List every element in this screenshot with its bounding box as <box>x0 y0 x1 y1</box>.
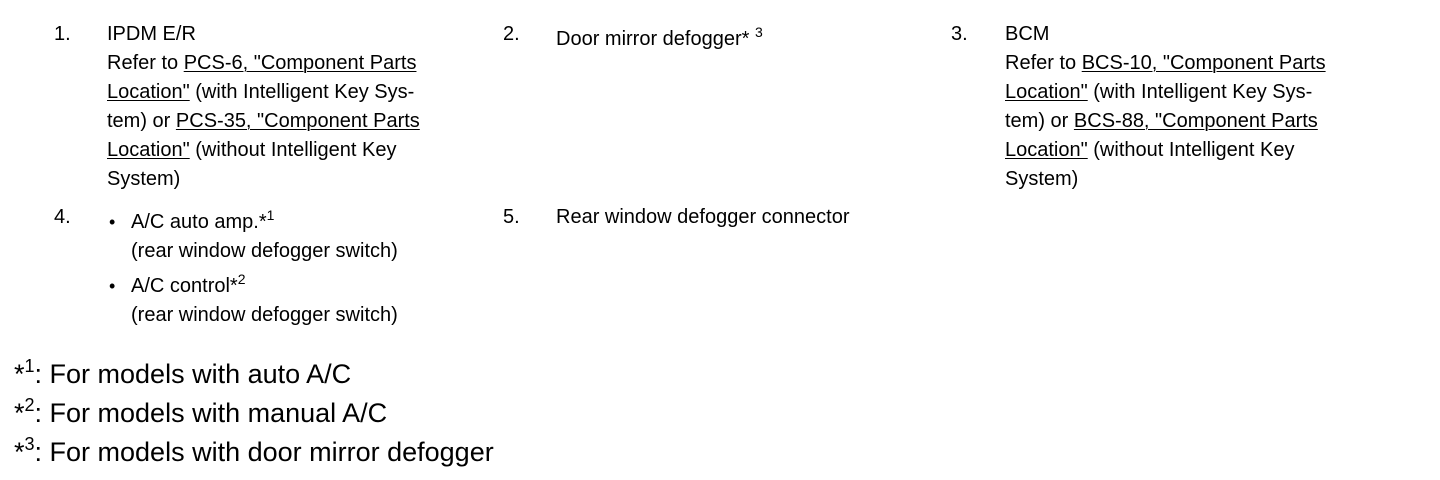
ref-link-pcs-35-cont[interactable]: Location" <box>107 139 190 161</box>
item-4-ac-controls: • A/C auto amp.*1 (rear window defogger … <box>107 208 398 336</box>
ref-link-bcs-10[interactable]: BCS-10, "Component Parts <box>1081 52 1326 74</box>
item-2-number: 2. <box>503 23 520 45</box>
bullet-1-sup: 1 <box>266 207 275 223</box>
item-3-number: 3. <box>951 23 968 45</box>
ref-link-bcs-10-cont[interactable]: Location" <box>1005 81 1088 103</box>
item-3-line-2-post: (with Intelligent Key Sys- <box>1087 81 1313 103</box>
item-3-line-1-pre: Refer to <box>1005 52 1082 74</box>
item-1-line-4-post: (without Intelligent Key <box>189 139 397 161</box>
item-3-line-1: Refer to BCS-10, "Component Parts <box>1005 49 1326 78</box>
item-5-rear-window-connector: Rear window defogger connector <box>556 203 850 232</box>
footnote-1-text: : For models with auto A/C <box>34 359 352 389</box>
item-3-line-2: Location" (with Intelligent Key Sys- <box>1005 78 1326 107</box>
footnote-3-text: : For models with door mirror defogger <box>34 437 494 467</box>
item-1-line-2: Location" (with Intelligent Key Sys- <box>107 78 420 107</box>
bullet-1-main: A/C auto amp.*1 <box>131 208 398 237</box>
ref-link-pcs-35[interactable]: PCS-35, "Component Parts <box>175 110 420 132</box>
footnote-3-sup: 3 <box>24 434 35 454</box>
bullet-dot: • <box>109 212 116 232</box>
item-1-line-5: System) <box>107 168 181 190</box>
item-1-title: IPDM E/R <box>107 23 196 45</box>
bullet-2-sub: (rear window defogger switch) <box>131 304 398 326</box>
footnote-2: *2: For models with manual A/C <box>14 394 494 433</box>
item-1-number: 1. <box>54 23 71 45</box>
item-3-title: BCM <box>1005 23 1050 45</box>
item-1-line-1: Refer to PCS-6, "Component Parts <box>107 49 420 78</box>
bullet-1-text: A/C auto amp.* <box>131 211 267 233</box>
item-2-title-sup: 3 <box>754 24 763 40</box>
item-3-line-5: System) <box>1005 168 1079 190</box>
bullet-1-sub: (rear window defogger switch) <box>131 240 398 262</box>
ref-link-pcs-6-cont[interactable]: Location" <box>107 81 190 103</box>
ref-link-bcs-88-cont[interactable]: Location" <box>1005 139 1088 161</box>
item-3-line-3-pre: tem) or <box>1005 110 1074 132</box>
bullet-dot: • <box>109 276 116 296</box>
item-2-title-line: Door mirror defogger* 3 <box>556 25 763 54</box>
list-item: • A/C auto amp.*1 (rear window defogger … <box>107 208 398 266</box>
item-3-line-4-post: (without Intelligent Key <box>1087 139 1295 161</box>
item-1-ipdm: IPDM E/R Refer to PCS-6, "Component Part… <box>107 20 420 194</box>
list-item: • A/C control*2 (rear window defogger sw… <box>107 272 398 330</box>
ref-link-bcs-88[interactable]: BCS-88, "Component Parts <box>1073 110 1318 132</box>
item-5-number: 5. <box>503 206 520 228</box>
item-1-line-3-pre: tem) or <box>107 110 176 132</box>
footnote-2-sup: 2 <box>24 395 35 415</box>
item-1-line-1-pre: Refer to <box>107 52 184 74</box>
footnote-1-sup: 1 <box>24 356 35 376</box>
item-1-line-4: Location" (without Intelligent Key <box>107 136 420 165</box>
footnote-3-star: * <box>14 437 25 467</box>
item-2-door-mirror-defogger: Door mirror defogger* 3 <box>556 25 763 54</box>
item-5-title: Rear window defogger connector <box>556 206 850 228</box>
footnote-1: *1: For models with auto A/C <box>14 355 494 394</box>
footnotes: *1: For models with auto A/C *2: For mod… <box>14 355 494 472</box>
item-3-bcm: BCM Refer to BCS-10, "Component Parts Lo… <box>1005 20 1326 194</box>
item-4-number: 4. <box>54 206 71 228</box>
bullet-2-text: A/C control* <box>131 275 238 297</box>
footnote-2-text: : For models with manual A/C <box>34 398 388 428</box>
item-3-line-3: tem) or BCS-88, "Component Parts <box>1005 107 1326 136</box>
footnote-3: *3: For models with door mirror defogger <box>14 433 494 472</box>
footnote-2-star: * <box>14 398 25 428</box>
item-4-bullet-list: • A/C auto amp.*1 (rear window defogger … <box>107 208 398 330</box>
item-3-line-4: Location" (without Intelligent Key <box>1005 136 1326 165</box>
item-1-line-3: tem) or PCS-35, "Component Parts <box>107 107 420 136</box>
footnote-1-star: * <box>14 359 25 389</box>
ref-link-pcs-6[interactable]: PCS-6, "Component Parts <box>183 52 417 74</box>
bullet-2-main: A/C control*2 <box>131 272 398 301</box>
item-2-title: Door mirror defogger* <box>556 28 750 50</box>
bullet-2-sup: 2 <box>237 271 246 287</box>
item-1-line-2-post: (with Intelligent Key Sys- <box>189 81 415 103</box>
